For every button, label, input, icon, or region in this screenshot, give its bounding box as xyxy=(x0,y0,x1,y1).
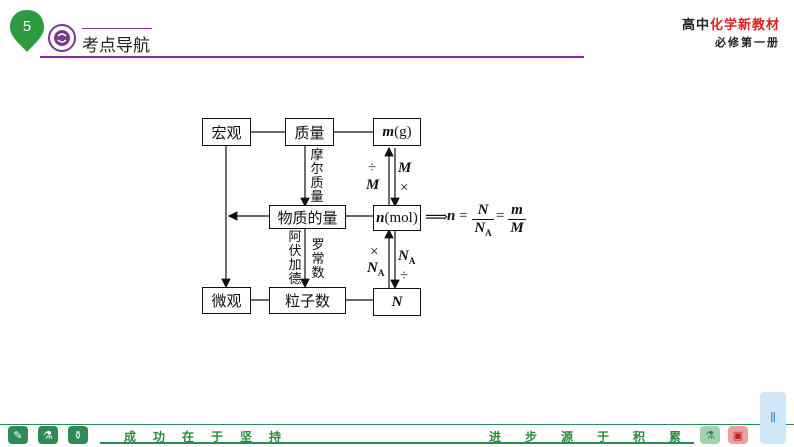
node-N: N xyxy=(373,288,421,316)
NA-left-sub: A xyxy=(377,268,385,278)
fraction-NA-sub: A xyxy=(485,228,492,238)
label-molar-mass: 摩尔质量 xyxy=(310,148,324,205)
header-divider xyxy=(40,56,584,58)
node-macro: 宏观 xyxy=(202,118,251,146)
fraction-NA-N: N xyxy=(474,220,486,236)
microscope-icon: ⚗ xyxy=(38,426,58,444)
lab-jar-icon: ▣ xyxy=(728,426,748,444)
motto-left-char: 功 xyxy=(153,430,166,444)
formula-n: n xyxy=(447,208,456,224)
label-avogadro-right: 罗常数 xyxy=(311,238,325,281)
m-unit: (g) xyxy=(394,123,412,140)
div-sign-bottom: ÷ xyxy=(400,268,409,284)
header-accent-line xyxy=(82,28,152,29)
motto-left-char: 于 xyxy=(211,430,224,444)
brand-title: 高中化学新教材 xyxy=(682,14,780,33)
div-sign-top: ÷ xyxy=(368,160,377,176)
fraction-N-over-NA: N NA xyxy=(472,203,494,241)
motto-left-char: 坚 xyxy=(240,430,253,444)
N-var: N xyxy=(391,293,403,310)
fraction-bar-2 xyxy=(508,219,526,220)
n-unit: (mol) xyxy=(384,209,418,226)
motto-left-char: 持 xyxy=(269,430,282,444)
footer-top-line xyxy=(0,424,794,425)
fraction-N-numerator: N xyxy=(477,202,489,218)
mul-sign-bottom: × xyxy=(370,244,379,260)
test-tubes-icon: ⫼ xyxy=(760,392,786,444)
motto-left-char: 成 xyxy=(124,430,137,444)
book-subtitle: 必修第一册 xyxy=(715,37,780,49)
mul-sign-top: × xyxy=(400,180,409,196)
fraction-m-numerator: m xyxy=(511,202,523,218)
fraction-bar-1 xyxy=(472,219,494,220)
NA-left-N: N xyxy=(367,260,378,276)
NA-left: NA xyxy=(367,260,384,278)
fraction-m-over-M: m M xyxy=(508,203,526,236)
motto-left-char: 在 xyxy=(182,430,195,444)
brain-icon xyxy=(48,24,76,52)
node-n-mol: n(mol) xyxy=(373,205,421,231)
motto-right-char: 步 xyxy=(525,430,538,444)
brand-prefix: 高中 xyxy=(681,17,710,32)
motto-right-char: 积 xyxy=(633,430,646,444)
fraction-NA-denominator: NA xyxy=(472,221,494,241)
node-mass-grams: m(g) xyxy=(373,118,421,146)
motto-right-char: 源 xyxy=(561,430,574,444)
label-avogadro-left: 阿伏加德 xyxy=(288,230,302,287)
formula-eq2: = xyxy=(496,208,505,224)
beaker-icon: ⚗ xyxy=(700,426,720,444)
motto-right-char: 累 xyxy=(669,430,682,444)
NA-right-N: N xyxy=(398,248,409,264)
slide-number-badge: 5 xyxy=(8,8,46,54)
slide-number: 5 xyxy=(22,18,32,35)
NA-right: NA xyxy=(398,248,415,266)
section-nav-title: 考点导航 xyxy=(82,36,150,55)
motto-right-char: 进 xyxy=(489,430,502,444)
M-top-left: M xyxy=(366,177,380,193)
node-amount-of-substance: 物质的量 xyxy=(269,205,346,229)
formula-eq1: = xyxy=(459,208,468,224)
pencil-icon: ✎ xyxy=(8,426,28,444)
fraction-M-denominator: M xyxy=(510,220,524,236)
flask-icon: ⚱ xyxy=(68,426,88,444)
brand-accent: 化学新教材 xyxy=(709,17,780,32)
NA-right-sub: A xyxy=(408,256,416,266)
m-var: m xyxy=(382,123,395,140)
footer-bottom-line xyxy=(100,442,694,444)
M-top-right: M xyxy=(398,160,412,176)
node-micro: 微观 xyxy=(202,287,251,314)
n-var: n xyxy=(376,209,385,226)
motto-right-char: 于 xyxy=(597,430,610,444)
implies-arrow: ⟹ xyxy=(425,209,448,226)
node-mass: 质量 xyxy=(285,118,334,146)
node-particle-count: 粒子数 xyxy=(269,287,346,314)
